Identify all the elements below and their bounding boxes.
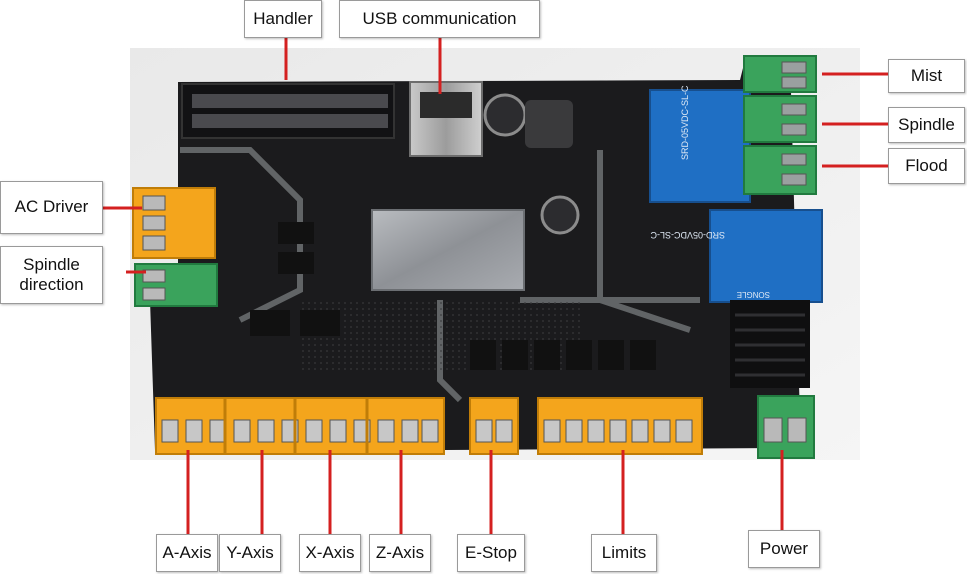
capacitor-1 xyxy=(483,93,527,137)
ic-1 xyxy=(278,222,314,244)
pcb-silk-traces xyxy=(180,147,700,403)
mist-spindle-flood-screws xyxy=(781,61,807,186)
axis-terminal-screws xyxy=(161,419,439,443)
usb-slot xyxy=(420,92,472,118)
relay-2 xyxy=(709,209,823,303)
pcb-pad-field xyxy=(300,300,580,370)
label-flood: Flood xyxy=(888,148,965,184)
label-x-axis: X-Axis xyxy=(299,534,361,572)
handler-header xyxy=(181,83,395,139)
label-spindle-direction: Spindle direction xyxy=(0,246,103,304)
spindle-direction-screws xyxy=(142,269,166,301)
handler-header-pins xyxy=(192,94,388,128)
label-spindle-direction-line1: Spindle xyxy=(23,254,80,274)
limits-terminal xyxy=(537,397,703,455)
heatsink-fins xyxy=(735,313,805,377)
power-screws xyxy=(763,417,807,443)
label-y-axis: Y-Axis xyxy=(219,534,281,572)
label-a-axis: A-Axis xyxy=(156,534,218,572)
label-spindle: Spindle xyxy=(888,107,965,143)
leader-lines xyxy=(100,38,888,536)
axis-terminal-block xyxy=(155,397,445,455)
ic-4 xyxy=(300,310,340,336)
limits-screws xyxy=(543,419,693,443)
capacitor-2 xyxy=(540,195,580,235)
ic-2 xyxy=(278,252,314,274)
label-usb-communication: USB communication xyxy=(339,0,540,38)
label-power: Power xyxy=(748,530,820,568)
ac-driver-screws xyxy=(142,195,166,251)
label-ac-driver-text: AC Driver xyxy=(14,197,89,217)
e-stop-screws xyxy=(475,419,513,443)
relay-2-text: SRD-05VDC-SL-C xyxy=(650,230,725,240)
flood-terminal xyxy=(743,145,817,195)
axis-terminal-dividers xyxy=(223,398,369,454)
label-e-stop: E-Stop xyxy=(457,534,525,572)
relay-brand: SONGLE xyxy=(737,290,770,299)
label-spindle-direction-line2: direction xyxy=(19,275,84,294)
label-handler: Handler xyxy=(244,0,322,38)
label-mist: Mist xyxy=(888,59,965,93)
main-chip xyxy=(371,209,525,291)
label-z-axis: Z-Axis xyxy=(369,534,431,572)
inductor xyxy=(525,100,573,148)
label-limits: Limits xyxy=(591,534,657,572)
relay-1 xyxy=(649,89,751,203)
relay-1-text: SRD-05VDC-SL-C xyxy=(680,85,690,160)
label-ac-driver: AC Driver xyxy=(0,181,103,234)
mosfet-row xyxy=(470,340,656,370)
ic-3 xyxy=(250,310,290,336)
